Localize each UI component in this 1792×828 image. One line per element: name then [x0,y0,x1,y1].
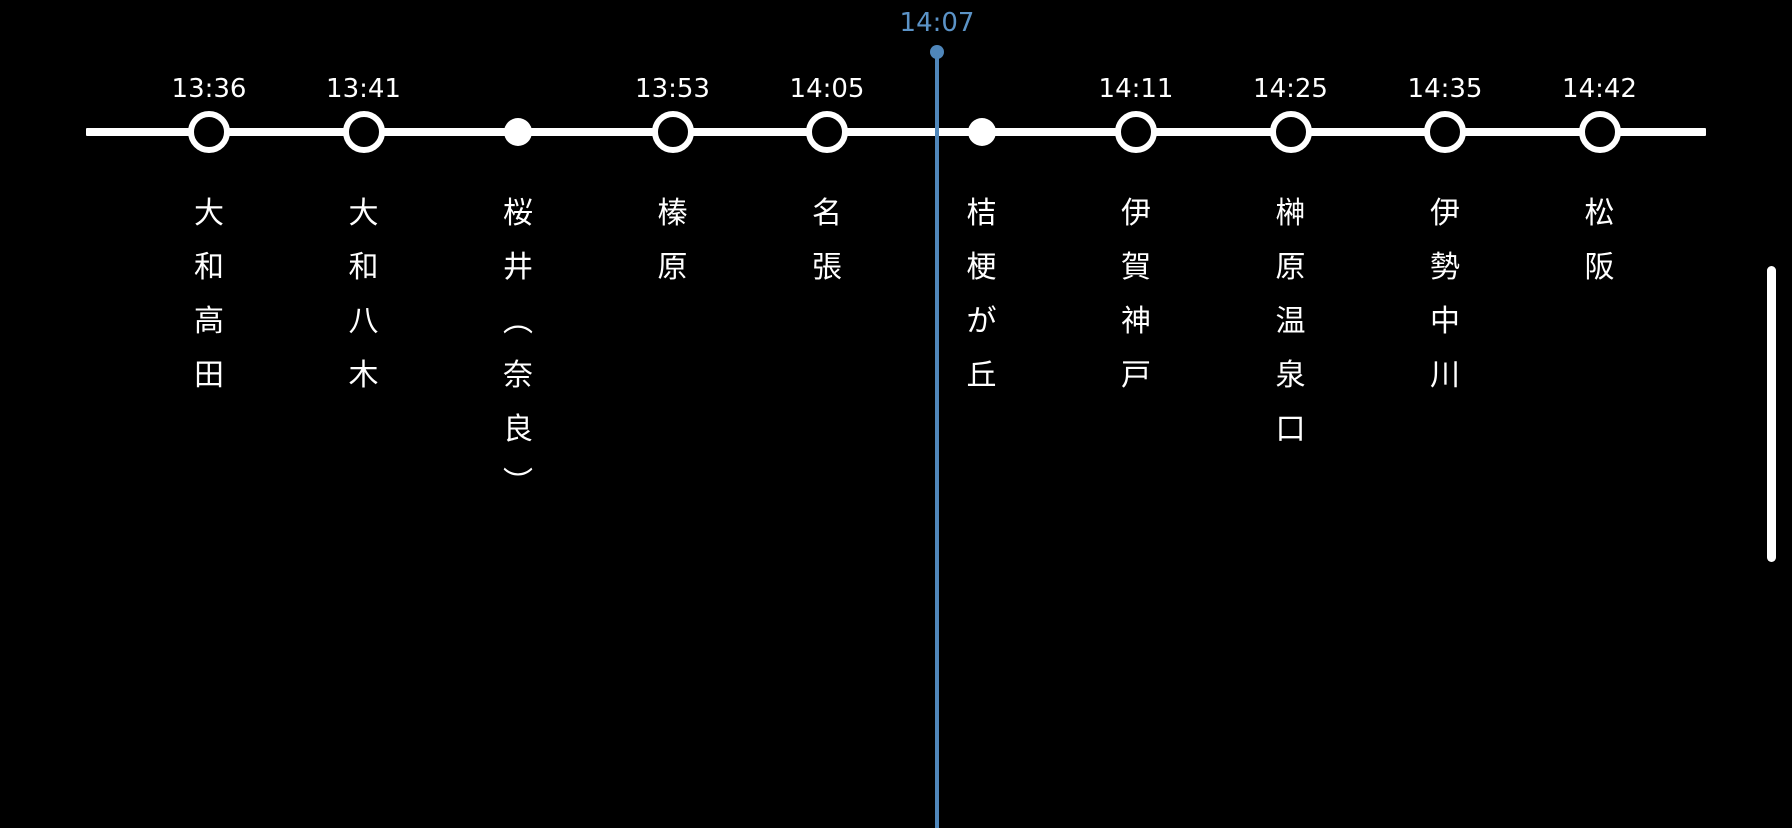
station-name-char: 川 [1430,358,1460,393]
stop-icon [342,111,385,153]
station-name: 大和八木 [294,187,434,403]
station-item[interactable]: 13:53 榛原 [603,0,743,828]
station-name-char: 伊 [1121,196,1151,231]
station-name-char: ︵ [503,304,533,339]
pass-stop-icon [967,118,996,146]
station-name-char: 大 [194,196,224,231]
station-name-char: 桔 [966,196,997,231]
station-item[interactable]: 14:35 伊勢中川 [1375,0,1515,828]
station-name: 榛原 [603,187,743,295]
station-name-char: 中 [1430,304,1460,339]
station-name-char: 高 [194,304,224,339]
station-name-char: 戸 [1121,358,1151,393]
stop-icon [188,111,230,153]
station-name-char: 松 [1584,196,1615,231]
station-name-char: 和 [348,250,379,285]
station-name: 榊原温泉口 [1221,187,1361,457]
station-name-char: 賀 [1121,250,1151,285]
station-time: 13:53 [635,74,710,104]
station-time: 14:35 [1407,74,1483,104]
station-name-char: 榛 [657,196,688,231]
station-name-char: 名 [812,196,842,231]
station-item[interactable]: 14:42 松阪 [1530,0,1670,828]
station-name: 大和高田 [139,187,279,403]
station-time: 13:36 [171,74,247,104]
station-name-char: 丘 [966,358,997,393]
stop-icon [1115,111,1157,153]
station-name-char: 神 [1121,304,1151,339]
station-name-char: ︶ [503,466,533,501]
station-time: 14:42 [1562,74,1637,104]
station-name-char: 桜 [503,196,533,231]
stop-icon [651,111,694,153]
stop-icon [806,111,848,153]
station-name-char: 張 [812,250,842,285]
station-item[interactable]: 14:25 榊原温泉口 [1221,0,1361,828]
station-time: 14:25 [1253,74,1328,104]
station-item[interactable]: 桔梗が丘 [912,0,1052,828]
station-time: 13:41 [326,74,401,104]
station-name-char: 口 [1275,412,1306,447]
station-name-char: 原 [657,250,688,285]
current-time-label: 14:07 [899,8,975,38]
station-name-char: 原 [1275,250,1306,285]
station-name-char: 温 [1275,304,1306,339]
station-item[interactable]: 桜井 ︵ 奈良 ︶ [448,0,588,828]
station-item[interactable]: 13:36 大和高田 [139,0,279,828]
station-name-char: 八 [348,304,379,339]
station-item[interactable]: 14:05 名張 [757,0,897,828]
station-name-char: 梗 [966,250,997,285]
scroll-indicator[interactable] [1767,266,1776,562]
station-name-char: が [966,304,997,339]
station-name-char: 榊 [1275,196,1306,231]
station-time: 14:05 [789,74,865,104]
station-name-char: 伊 [1430,196,1460,231]
station-name-char: 和 [194,250,224,285]
stop-icon [1578,111,1621,153]
station-name-char: 井 [503,250,533,285]
current-time-marker [930,45,944,59]
station-time: 14:11 [1098,74,1174,104]
stop-icon [1424,111,1466,153]
station-name-char: 大 [348,196,379,231]
station-name: 名張 [757,187,897,295]
current-time-line [935,50,939,828]
station-name-char: 木 [348,358,379,393]
station-item[interactable]: 14:11 伊賀神戸 [1066,0,1206,828]
station-name: 桜井 ︵ 奈良 ︶ [448,187,588,511]
station-name: 桔梗が丘 [912,187,1052,403]
pass-stop-icon [504,118,532,146]
station-item[interactable]: 13:41 大和八木 [294,0,434,828]
station-name-char: 奈 [503,358,533,393]
station-name: 伊賀神戸 [1066,187,1206,403]
station-name: 松阪 [1530,187,1670,295]
station-name-char: 勢 [1430,250,1460,285]
station-name-char: 田 [194,358,224,393]
station-name: 伊勢中川 [1375,187,1515,403]
station-name-char: 良 [503,412,533,447]
route-line [86,128,1706,136]
station-name-char: 阪 [1584,250,1615,285]
station-name-char: 泉 [1275,358,1306,393]
stop-icon [1269,111,1312,153]
